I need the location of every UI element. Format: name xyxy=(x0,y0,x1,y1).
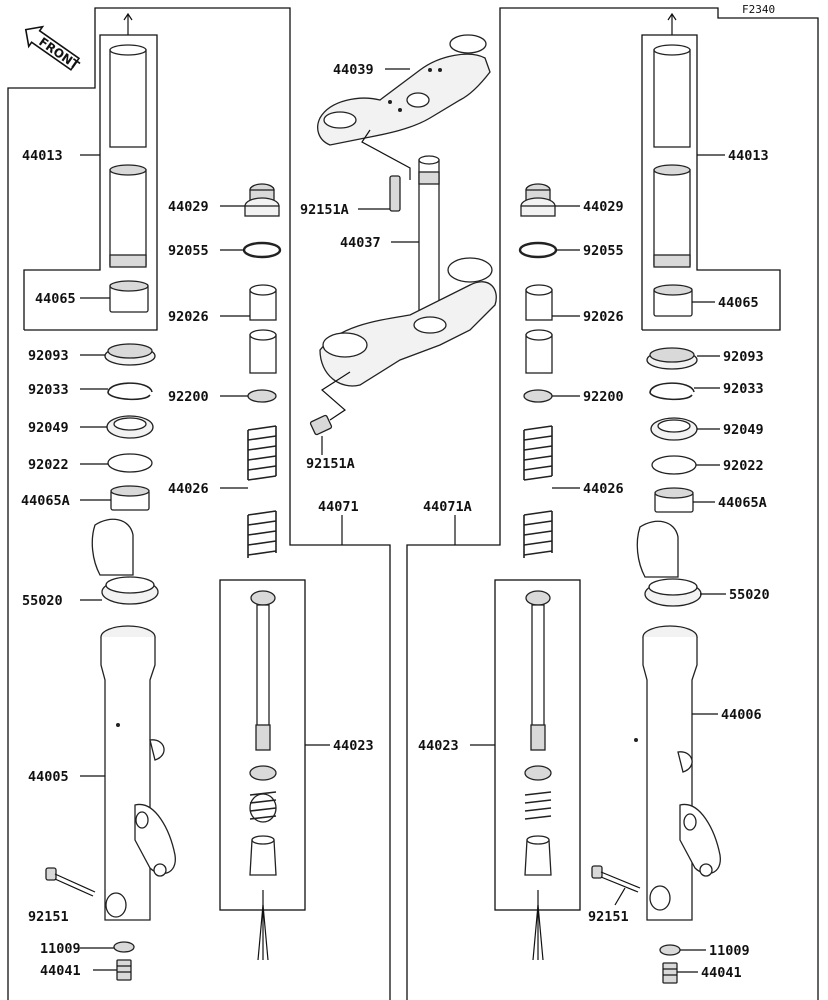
label-11009-right: 11009 xyxy=(709,943,750,959)
washer-left xyxy=(107,453,153,473)
label-92033-left: 92033 xyxy=(28,382,69,398)
label-92055-center: 92055 xyxy=(168,243,209,259)
label-44065a-left: 44065A xyxy=(21,493,70,509)
label-44029-center: 44029 xyxy=(168,199,209,215)
inner-tube-right xyxy=(653,12,691,268)
left-leaders xyxy=(80,154,117,971)
bushing-44065-right xyxy=(653,284,693,317)
label-44006: 44006 xyxy=(721,707,762,723)
dust-seal-left xyxy=(104,343,156,366)
cylinder-right xyxy=(524,590,552,961)
bolt-92151-right xyxy=(591,865,641,893)
right-center-leaders xyxy=(454,205,580,746)
clip-right xyxy=(649,382,695,401)
label-44041-right: 44041 xyxy=(701,965,742,981)
label-92026-center: 92026 xyxy=(168,309,209,325)
label-92200-right: 92200 xyxy=(583,389,624,405)
clip-left xyxy=(107,382,153,401)
o-ring-right xyxy=(518,241,558,259)
label-92026-right: 92026 xyxy=(583,309,624,325)
label-44071: 44071 xyxy=(318,499,359,515)
label-44013-right: 44013 xyxy=(728,148,769,164)
label-92093-left: 92093 xyxy=(28,348,69,364)
upper-bracket xyxy=(317,34,491,146)
label-55020-right: 55020 xyxy=(729,587,770,603)
label-44023-right: 44023 xyxy=(418,738,459,754)
label-44005: 44005 xyxy=(28,769,69,785)
bushing-44065-left xyxy=(109,280,149,313)
label-44065-left: 44065 xyxy=(35,291,76,307)
bushing-44065a-right xyxy=(654,487,694,513)
oil-seal-right xyxy=(650,417,698,441)
label-44023-center: 44023 xyxy=(333,738,374,754)
bushing-44065a-left xyxy=(110,485,150,511)
outer-tube-left xyxy=(100,625,176,921)
fork-guard-left xyxy=(91,518,159,605)
washer-right xyxy=(523,389,553,403)
label-92151-right: 92151 xyxy=(588,909,629,925)
drain-bolt-left xyxy=(116,959,132,981)
label-44029-right: 44029 xyxy=(583,199,624,215)
label-92049-left: 92049 xyxy=(28,420,69,436)
label-44026-center: 44026 xyxy=(168,481,209,497)
collar-right xyxy=(525,284,553,374)
cylinder-center xyxy=(249,590,277,961)
label-92049-right: 92049 xyxy=(723,422,764,438)
label-92151a-top: 92151A xyxy=(300,202,349,218)
fork-cap-right xyxy=(520,183,556,217)
label-92022-left: 92022 xyxy=(28,457,69,473)
label-92033-right: 92033 xyxy=(723,381,764,397)
bolt-92151a-bottom xyxy=(309,414,333,436)
washer-92022-right xyxy=(651,455,697,475)
washer-center xyxy=(247,389,277,403)
label-92151-left: 92151 xyxy=(28,909,69,925)
center-leaders xyxy=(220,68,419,746)
oil-seal-left xyxy=(106,415,154,439)
spring-right xyxy=(523,425,553,558)
outer-tube-right xyxy=(634,625,721,921)
label-44013-left: 44013 xyxy=(22,148,63,164)
label-44041-left: 44041 xyxy=(40,963,81,979)
label-44026-right: 44026 xyxy=(583,481,624,497)
label-44037: 44037 xyxy=(340,235,381,251)
gasket-right xyxy=(659,944,681,956)
label-92093-right: 92093 xyxy=(723,349,764,365)
fork-cap-center xyxy=(244,183,280,217)
drain-bolt-right xyxy=(662,962,678,984)
collar-center xyxy=(249,284,277,374)
label-55020-left: 55020 xyxy=(22,593,63,609)
label-44065a-right: 44065A xyxy=(718,495,767,511)
dust-seal-right xyxy=(646,347,698,370)
o-ring-center xyxy=(242,241,282,259)
label-11009-left: 11009 xyxy=(40,941,81,957)
gasket-left xyxy=(113,941,135,953)
right-leaders xyxy=(614,154,726,973)
front-arrow-icon: FRONT xyxy=(24,25,82,73)
label-44071a: 44071A xyxy=(423,499,472,515)
figure-code: F2340 xyxy=(742,3,775,16)
label-92151a-bottom: 92151A xyxy=(306,456,355,472)
steering-stem-lower-bracket xyxy=(319,155,497,421)
front-label: FRONT xyxy=(36,35,82,73)
label-92200-center: 92200 xyxy=(168,389,209,405)
inner-tube-left xyxy=(109,12,147,268)
spring-center xyxy=(247,425,277,558)
bolt-92151a-top xyxy=(361,129,411,212)
label-92022-right: 92022 xyxy=(723,458,764,474)
label-44065-right: 44065 xyxy=(718,295,759,311)
label-92055-right: 92055 xyxy=(583,243,624,259)
bolt-92151-left xyxy=(45,867,96,897)
fork-guard-right xyxy=(636,520,702,607)
label-44039: 44039 xyxy=(333,62,374,78)
